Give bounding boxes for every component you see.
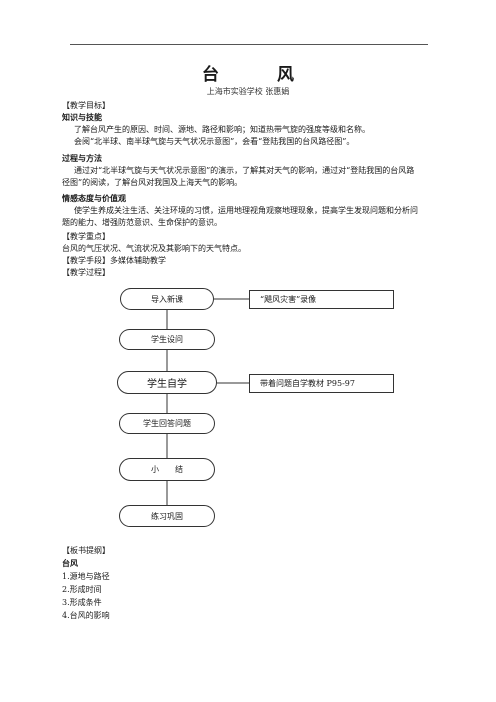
means-line: 【教学手段】多媒体辅助教学 [62,256,166,265]
knowledge-paragraph-1: 了解台风产生的原因、时间、源地、路径和影响；知道热带气旋的强度等级和名称。 [74,125,370,134]
goals-header: 【教学目标】 [62,101,110,110]
flow-step-intro: 导入新课 [120,288,214,310]
page-title: 台 风 [202,65,320,85]
side-note-self-study: 带着问题自学教材 P95-97 [249,374,394,393]
process-header: 过程与方法 [62,153,102,163]
knowledge-header: 知识与技能 [62,112,102,122]
attitude-header: 情感态度与价值观 [62,193,126,203]
flow-step-student-answers: 学生回答问题 [119,413,215,434]
flow-step-practice: 练习巩固 [119,505,215,527]
side-note-video: “飓风灾害”录像 [249,290,394,309]
author-line: 上海市实验学校 张惠娟 [206,87,290,96]
flow-step-self-study: 学生自学 [117,371,217,394]
board-item: 1.源地与路径 [62,572,110,581]
board-item: 3.形成条件 [62,598,102,607]
key-header: 【教学重点】 [62,232,110,241]
procedure-header: 【教学过程】 [62,268,110,277]
board-item: 4.台风的影响 [62,611,110,620]
process-paragraph: 通过对“北半球气旋与天气状况示意图”的演示，了解其对天气的影响，通过对“登陆我国… [62,166,415,187]
board-title: 台风 [62,558,78,568]
knowledge-paragraph-2: 会阅“北半球、南半球气旋与天气状况示意图”，会看“登陆我国的台风路径图”。 [74,137,355,146]
flow-step-summary: 小 结 [119,458,215,481]
board-item: 2.形成时间 [62,585,102,594]
attitude-paragraph: 使学生养成关注生活、关注环境的习惯，运用地理视角观察地理现象，提高学生发现问题和… [62,206,418,227]
flow-step-student-questions: 学生设问 [119,329,215,350]
board-header: 【板书提纲】 [62,546,110,555]
key-text: 台风的气压状况、气流状况及其影响下的天气特点。 [62,244,246,253]
header-rule [70,44,428,45]
